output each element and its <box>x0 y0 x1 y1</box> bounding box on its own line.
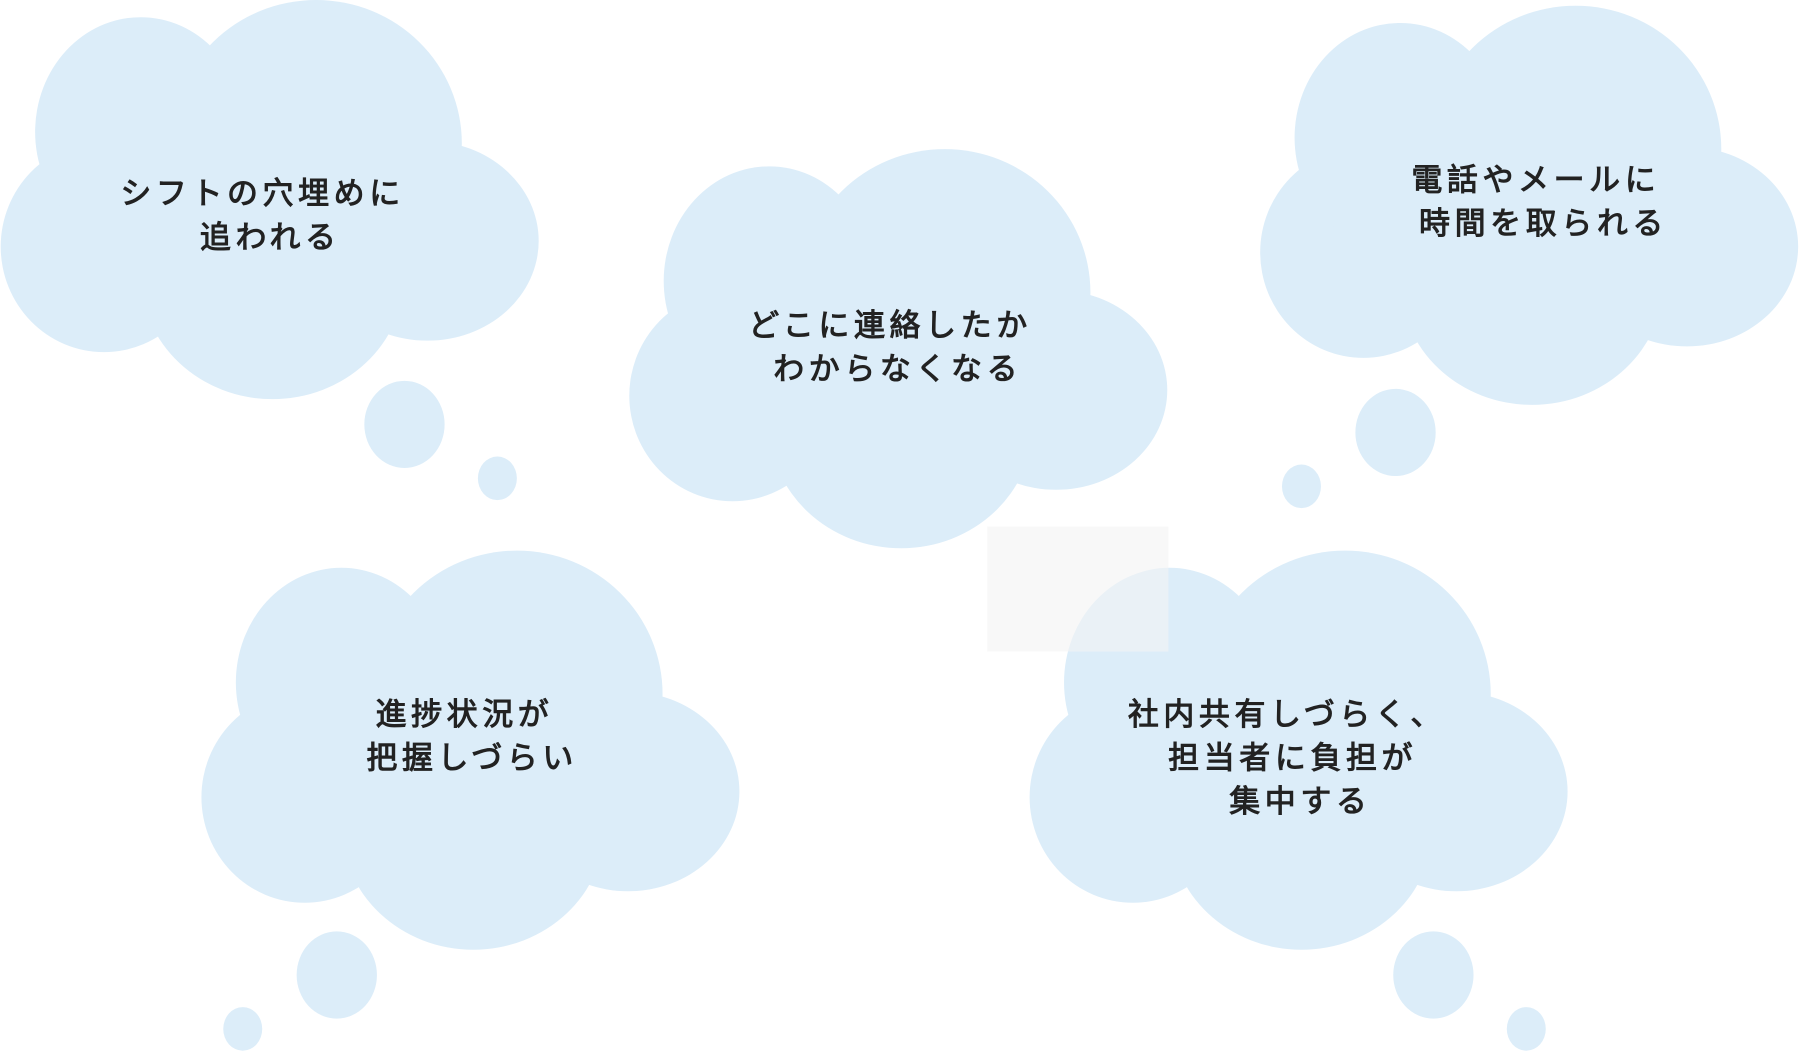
cloud-label: どこに連絡したか わからなくなる <box>748 308 1047 388</box>
cloud-contact <box>629 149 1168 549</box>
cloud-sharing <box>1029 550 1568 1051</box>
cloud-label: 進捗状況が 把握しづらい <box>366 697 577 777</box>
cloud-label: 電話やメールに 時間を取られる <box>1411 162 1675 242</box>
cloud-label: 社内共有しづらく、 担当者に負担が 集中する <box>1128 697 1462 820</box>
cloud-label: シフトの穴埋めに 追われる <box>120 176 420 256</box>
cloud-phone-mail <box>1260 5 1799 509</box>
thought-bubble-large <box>1355 388 1436 477</box>
cloud-shift <box>0 0 539 501</box>
thought-bubble-large <box>364 380 445 468</box>
thought-bubble-large <box>296 931 377 1019</box>
thought-bubble-small <box>1281 464 1321 509</box>
thought-bubble-small <box>223 1007 263 1051</box>
background-panel <box>987 526 1169 652</box>
thought-bubble-small <box>1506 1007 1546 1051</box>
thought-bubble-small <box>477 456 517 501</box>
thought-bubble-large <box>1393 931 1474 1019</box>
cloud-progress <box>201 550 740 1051</box>
